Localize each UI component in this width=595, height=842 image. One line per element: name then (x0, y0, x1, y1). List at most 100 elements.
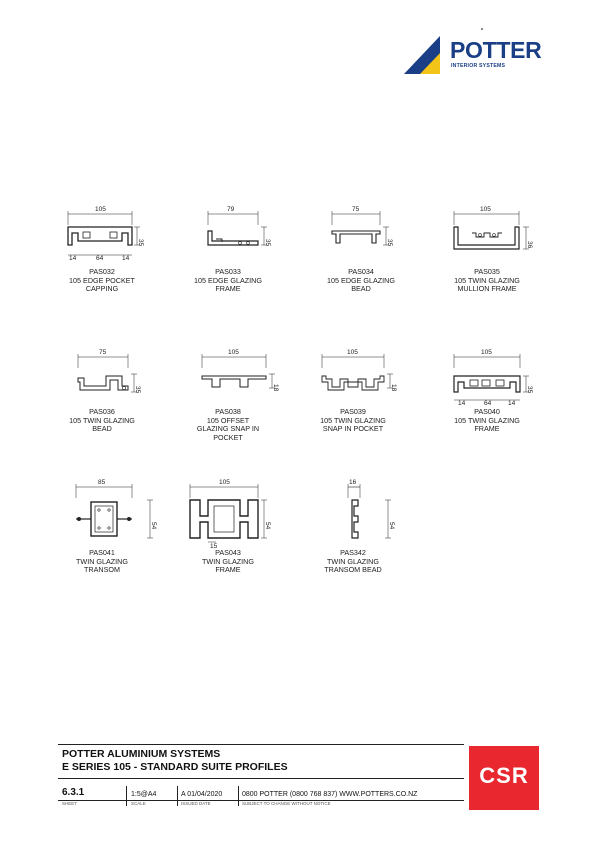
pas035-drawing: 105 36 (453, 206, 533, 250)
pas033-drawing: 79 35 (207, 206, 271, 247)
scale-label: SCALE (131, 801, 146, 806)
pas041-width-dim: 85 (98, 479, 106, 486)
pas036-code: PAS036 (89, 407, 115, 416)
pas043-width-dim: 105 (219, 479, 230, 486)
pas043-line-2: FRAME (215, 565, 241, 575)
pas039-width-dim: 105 (347, 349, 358, 356)
pas034-line-1: 105 EDGE GLAZING (327, 275, 395, 285)
logo-dot (481, 28, 483, 30)
divider-1 (126, 786, 127, 806)
brand-tagline: INTERIOR SYSTEMS (451, 63, 506, 69)
profile-pas041: 85 54 (70, 476, 180, 551)
caption-pas043: PAS043 TWIN GLAZING FRAME (173, 548, 283, 575)
pas039-line-1: 105 TWIN GLAZING (320, 415, 386, 425)
pas036-line-2: BEAD (92, 424, 112, 434)
pas342-line-2: TRANSOM BEAD (324, 565, 382, 575)
pas032-drawing: 105 35 14 64 14 (67, 206, 144, 262)
title-block-top-rule (58, 744, 464, 745)
profile-pas039: 105 18 (318, 348, 428, 408)
pas040-dim-c: 14 (508, 400, 516, 407)
caption-pas032: PAS032 105 EDGE POCKET CAPPING (47, 267, 157, 294)
csr-logo-text: CSR (479, 763, 529, 788)
pas036-height-dim: 35 (134, 386, 141, 394)
pas041-code: PAS041 (89, 548, 115, 557)
pas040-dim-a: 14 (458, 400, 466, 407)
pas035-width-dim: 105 (480, 206, 491, 213)
profile-pas043: 105 54 15 (186, 476, 296, 551)
pas034-line-2: BEAD (351, 284, 371, 294)
pas034-drawing: 75 35 (331, 206, 393, 247)
profile-pas033: 79 35 (202, 205, 312, 265)
pas032-dim-b: 64 (96, 255, 104, 262)
contact-info: 0800 POTTER (0800 768 837) WWW.POTTERS.C… (242, 791, 418, 798)
pas038-line-1: 105 OFFSET (206, 415, 250, 425)
pas032-height-dim: 35 (137, 239, 144, 247)
pas035-line-2: MULLION FRAME (457, 284, 517, 294)
drawing-subtitle: E SERIES 105 - STANDARD SUITE PROFILES (62, 761, 288, 773)
pas038-height-dim: 18 (272, 384, 279, 392)
pas033-width-dim: 79 (227, 206, 235, 213)
pas043-code: PAS043 (215, 548, 241, 557)
profile-pas342: 16 54 (336, 476, 416, 551)
potter-logo-mark (404, 36, 440, 74)
pas039-drawing: 105 18 (321, 349, 397, 392)
pas342-drawing: 16 54 (347, 479, 395, 539)
divider-3 (238, 786, 239, 806)
pas038-width-dim: 105 (228, 349, 239, 356)
sheet-label: SHEET (62, 801, 78, 806)
profile-pas032: 105 35 14 64 14 (58, 205, 168, 300)
pas032-dim-c: 14 (122, 255, 130, 262)
pas040-code: PAS040 (474, 407, 500, 416)
pas342-code: PAS342 (340, 548, 366, 557)
caption-pas033: PAS033 105 EDGE GLAZING FRAME (173, 267, 283, 294)
pas043-drawing: 105 54 15 (189, 479, 271, 550)
pas032-dim-a: 14 (69, 255, 77, 262)
profile-pas038: 105 18 (196, 348, 306, 408)
pas039-code: PAS039 (340, 407, 366, 416)
issue-date: A 01/04/2020 (181, 791, 223, 798)
pas039-height-dim: 18 (390, 384, 397, 392)
pas043-height-dim: 54 (264, 522, 271, 530)
pas038-line-3: POCKET (213, 432, 243, 442)
pas040-line-2: FRAME (474, 424, 500, 434)
caption-pas036: PAS036 105 TWIN GLAZING BEAD (47, 407, 157, 434)
csr-logo: CSR (469, 746, 539, 810)
pas041-line-1: TWIN GLAZING (76, 556, 128, 566)
pas036-drawing: 75 35 (77, 349, 141, 394)
pas034-height-dim: 35 (386, 239, 393, 247)
pas036-width-dim: 75 (99, 349, 107, 356)
pas041-height-dim: 54 (150, 522, 157, 530)
profile-pas040: 105 35 14 64 14 (446, 348, 556, 408)
issued-label: ISSUED DATE (181, 801, 211, 806)
pas035-line-1: 105 TWIN GLAZING (454, 275, 520, 285)
pas041-drawing: 85 54 (75, 479, 157, 539)
pas032-line-1: 105 EDGE POCKET (69, 275, 135, 285)
company-title: POTTER ALUMINIUM SYSTEMS (62, 748, 221, 760)
pas038-code: PAS038 (215, 407, 241, 416)
pas040-height-dim: 35 (526, 386, 533, 394)
caption-pas342: PAS342 TWIN GLAZING TRANSOM BEAD (298, 548, 408, 575)
caption-pas041: PAS041 TWIN GLAZING TRANSOM (47, 548, 157, 575)
scale-value: 1:5@A4 (131, 791, 157, 798)
pas342-line-1: TWIN GLAZING (327, 556, 379, 566)
pas043-line-1: TWIN GLAZING (202, 556, 254, 566)
pas040-dim-b: 64 (484, 400, 492, 407)
caption-pas035: PAS035 105 TWIN GLAZING MULLION FRAME (432, 267, 542, 294)
pas036-line-1: 105 TWIN GLAZING (69, 415, 135, 425)
pas040-line-1: 105 TWIN GLAZING (454, 415, 520, 425)
pas032-line-2: CAPPING (85, 284, 119, 294)
profile-pas034: 75 35 (330, 205, 440, 265)
pas033-line-1: 105 EDGE GLAZING (194, 275, 262, 285)
caption-pas039: PAS039 105 TWIN GLAZING SNAP IN POCKET (298, 407, 408, 434)
pas038-line-2: GLAZING SNAP IN (196, 424, 260, 434)
pas034-width-dim: 75 (352, 206, 360, 213)
pas033-line-2: FRAME (215, 284, 241, 294)
subject-to-change-note: SUBJECT TO CHANGE WITHOUT NOTICE (242, 801, 331, 806)
profile-pas035: 105 36 (446, 205, 556, 265)
pas043-dim-a: 15 (210, 543, 218, 550)
pas039-line-2: SNAP IN POCKET (322, 424, 384, 434)
sheet-number: 6.3.1 (62, 787, 85, 798)
caption-pas034: PAS034 105 EDGE GLAZING BEAD (306, 267, 416, 294)
pas032-width-dim: 105 (95, 206, 106, 213)
caption-pas040: PAS040 105 TWIN GLAZING FRAME (432, 407, 542, 434)
